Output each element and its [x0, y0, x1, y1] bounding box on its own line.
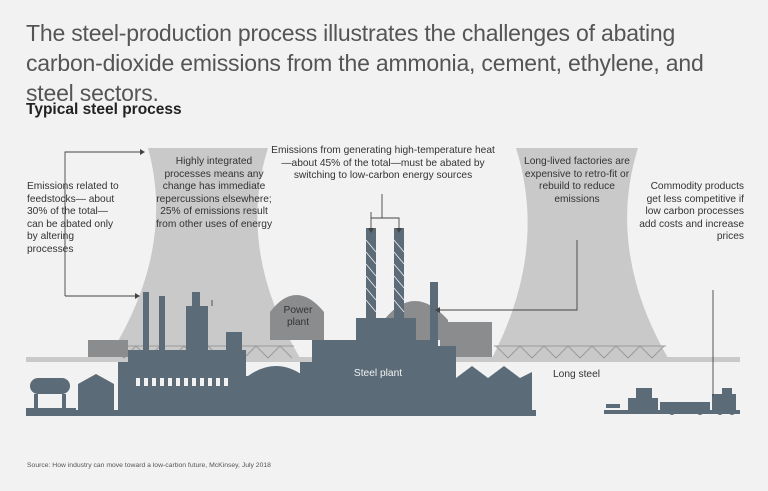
infographic-title: The steel-production process illustrates…	[26, 20, 704, 106]
tower-truss-right	[494, 345, 666, 359]
label-long-steel: Long steel	[553, 369, 601, 380]
cooling-tower-left	[108, 148, 300, 358]
annotation-long-lived-factories: Long-lived factories are expensive to re…	[524, 156, 630, 205]
annotation-integrated-processes: Highly integrated processes means any ch…	[155, 156, 273, 230]
leader-lines	[64, 151, 714, 396]
truck-and-bulldozer	[604, 388, 740, 415]
section-subtitle: Typical steel process	[26, 101, 182, 118]
long-steel-bars	[477, 380, 521, 414]
annotation-commodity-products: Commodity products get less competitive …	[639, 181, 744, 243]
leader-arrowheads	[135, 149, 440, 313]
source-note: Source: How industry can move toward a l…	[27, 462, 271, 469]
annotation-feedstocks: Emissions related to feedstocks— about 3…	[27, 181, 119, 255]
label-steel-plant: Steel plant	[353, 368, 403, 379]
power-plant-dome	[270, 295, 324, 340]
factory-windows	[136, 378, 228, 386]
label-power-plant: Power plant	[283, 305, 313, 328]
stack-lattice	[365, 239, 405, 313]
cooling-tower-right	[492, 148, 668, 358]
annotation-high-temperature-heat: Emissions from generating high-temperatu…	[271, 145, 495, 182]
background-building-left	[88, 340, 128, 357]
